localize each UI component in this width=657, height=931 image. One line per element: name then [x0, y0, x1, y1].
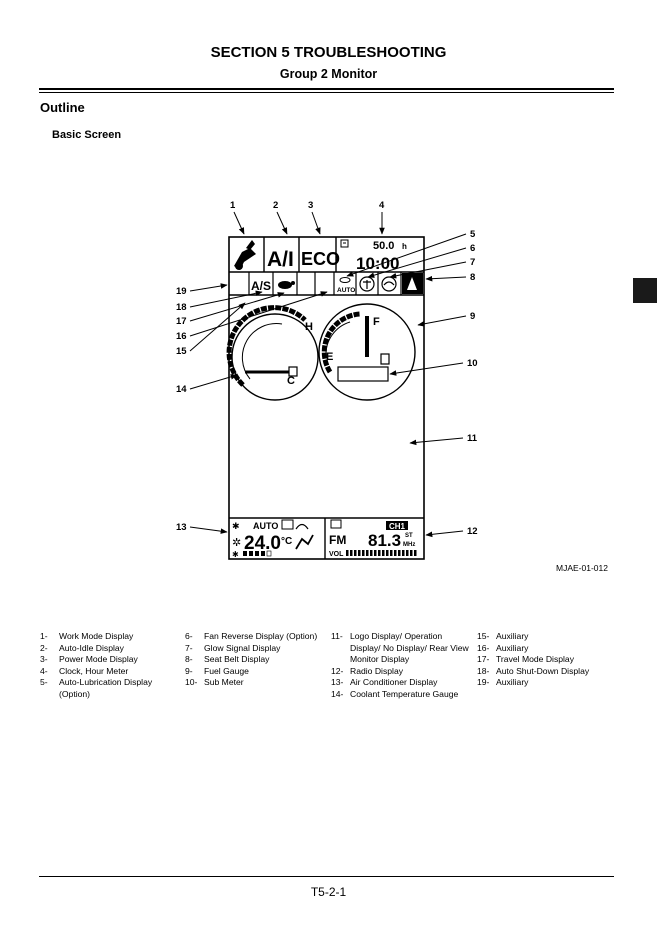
callout-8: 8 — [470, 272, 475, 283]
ac-fan-speed-icon: ✱ — [232, 550, 239, 559]
sub-meter — [337, 366, 389, 382]
auto-shutdown-display: A/S — [251, 279, 271, 293]
callout-7: 7 — [470, 257, 475, 268]
svg-text:AUTO: AUTO — [253, 521, 278, 531]
travel-mode-icon — [278, 281, 295, 289]
callout-17: 17 — [176, 316, 187, 327]
svg-text:VOL: VOL — [329, 551, 344, 558]
callout-15: 15 — [176, 346, 187, 357]
hour-meter-value: 50.0 — [373, 240, 394, 252]
svg-text:24.0: 24.0 — [244, 533, 281, 554]
legend-item: 9-Fuel Gauge — [185, 665, 249, 676]
svg-text:MHz: MHz — [403, 542, 415, 548]
callout-labels: 1 2 3 4 5 6 7 8 9 10 11 12 13 14 15 16 1… — [176, 200, 478, 537]
ac-fan-icon: ✱ — [232, 521, 240, 531]
radio-display: CH1 FM 81.3 ST MHz VOL — [329, 519, 417, 558]
clock-display: 10:00 — [356, 254, 399, 273]
excavator-icon — [234, 240, 256, 270]
svg-text:FM: FM — [329, 533, 346, 547]
callout-10: 10 — [467, 358, 478, 369]
legend-item: 4-Clock, Hour Meter — [40, 665, 129, 676]
temp-cold-label: C — [287, 375, 295, 387]
legend-item: 16-Auxiliary — [477, 642, 529, 653]
callout-5: 5 — [470, 229, 476, 240]
legend-item: 10-Sub Meter — [185, 677, 244, 687]
callout-13: 13 — [176, 522, 187, 533]
legend-item: 2-Auto-Idle Display — [40, 642, 124, 653]
air-conditioner-display: ✱ AUTO ✲ 24.0 °C ✱ — [232, 519, 314, 559]
legend-item: 5-Auto-Lubrication Display (Option) — [40, 677, 153, 699]
legend-item: 8-Seat Belt Display — [185, 654, 270, 664]
section-tab-marker — [633, 278, 657, 303]
section-title: SECTION 5 TROUBLESHOOTING — [210, 44, 447, 61]
auto-lubrication-icon: AUTO — [337, 277, 355, 294]
callout-11: 11 — [467, 433, 478, 444]
glow-signal-icon — [381, 276, 397, 292]
volume-bar — [346, 550, 417, 556]
radio-icon — [330, 519, 342, 529]
callout-4: 4 — [379, 200, 385, 211]
figure-code: MJAE-01-012 — [556, 563, 608, 573]
callout-12: 12 — [467, 526, 478, 537]
page-number: T5-2-1 — [310, 885, 347, 899]
fuel-icon — [380, 353, 390, 365]
callout-6: 6 — [470, 243, 475, 254]
group-title: Group 2 Monitor — [279, 67, 378, 81]
svg-text:81.3: 81.3 — [368, 531, 401, 550]
hour-meter-icon — [340, 239, 349, 248]
header-rule-thin — [39, 92, 614, 93]
ac-recirculation-icon — [281, 519, 294, 530]
legend-item: 3-Power Mode Display — [40, 654, 138, 664]
coolant-icon — [288, 366, 298, 377]
fuel-full-label: F — [373, 316, 380, 328]
leader-arrows — [189, 211, 467, 538]
fan-reverse-icon — [359, 276, 375, 292]
hour-meter-unit: h — [402, 242, 407, 251]
legend-item: 13-Air Conditioner Display — [331, 677, 438, 687]
seat-belt-icon — [402, 273, 423, 294]
fuel-gauge: F E — [318, 303, 416, 401]
legend-item: 12-Radio Display — [331, 665, 404, 676]
callout-2: 2 — [273, 200, 278, 211]
header-rule — [39, 88, 614, 90]
legend-item: 6-Fan Reverse Display (Option) — [185, 631, 318, 641]
callout-9: 9 — [470, 311, 475, 322]
legend-item: 19-Auxiliary — [477, 677, 529, 687]
svg-text:ST: ST — [405, 533, 413, 539]
callout-19: 19 — [176, 286, 187, 297]
monitor-diagram: A/I ECO 50.0 h 10:00 A/S AUTO H — [176, 200, 478, 560]
callout-16: 16 — [176, 331, 187, 342]
legend-item: 1-Work Mode Display — [40, 631, 134, 641]
callout-14: 14 — [176, 384, 187, 395]
legend-column-2: 6-Fan Reverse Display (Option) 7-Glow Si… — [185, 631, 330, 689]
legend-item: 11-Logo Display/ Operation Display/ No D… — [331, 631, 469, 664]
coolant-temperature-gauge: H C — [226, 305, 319, 401]
legend-item: 7-Glow Signal Display — [185, 642, 281, 653]
ac-airflow-icon — [295, 534, 314, 550]
temp-hot-label: H — [305, 321, 313, 333]
svg-text:AUTO: AUTO — [337, 287, 355, 294]
legend-item: 18-Auto Shut-Down Display — [477, 665, 590, 676]
power-mode-display: ECO — [301, 249, 340, 269]
callout-1: 1 — [230, 200, 236, 211]
auto-idle-display: A/I — [267, 248, 294, 271]
ac-defrost-icon — [295, 523, 309, 530]
ac-sun-icon: ✲ — [232, 537, 241, 549]
svg-text:CH1: CH1 — [389, 522, 406, 531]
legend-column-3: 11-Logo Display/ Operation Display/ No D… — [331, 631, 471, 700]
svg-text:°C: °C — [281, 536, 292, 547]
outline-heading: Outline — [40, 100, 85, 115]
legend-column-1: 1-Work Mode Display 2-Auto-Idle Display … — [40, 631, 175, 700]
callout-18: 18 — [176, 302, 187, 313]
legend-item: 15-Auxiliary — [477, 631, 529, 641]
legend-column-4: 15-Auxiliary 16-Auxiliary 17-Travel Mode… — [477, 631, 617, 689]
fuel-empty-label: E — [326, 351, 333, 363]
callout-3: 3 — [308, 200, 313, 211]
legend-item: 14-Coolant Temperature Gauge — [331, 688, 459, 699]
footer-rule — [39, 876, 614, 877]
legend-item: 17-Travel Mode Display — [477, 654, 575, 664]
basic-screen-heading: Basic Screen — [52, 129, 122, 141]
